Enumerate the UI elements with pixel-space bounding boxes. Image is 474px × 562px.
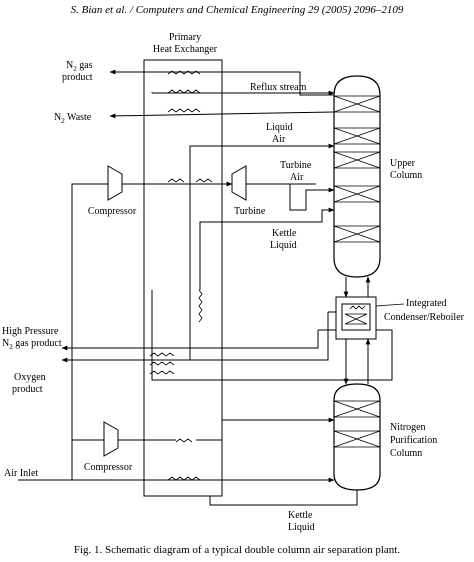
phx-label-line1: Primary	[169, 32, 201, 43]
upper-column	[333, 75, 381, 278]
turbine-air-label-2: Air	[290, 172, 304, 183]
turbine-air-label-1: Turbine	[280, 160, 312, 171]
kettle-upper-label-1: Kettle	[272, 228, 297, 239]
n2-waste-label: N2 Waste	[54, 112, 92, 125]
integrated-label-2: Condenser/Reboiler	[384, 312, 465, 323]
integrated-label-1: Integrated	[406, 298, 447, 309]
hp-n2-label-1: High Pressure	[2, 326, 59, 337]
phx-label-line2: Heat Exchanger	[153, 44, 218, 55]
oxygen-label-1: Oxygen	[14, 372, 46, 383]
compressor-top	[107, 165, 123, 201]
nitrogen-purification-column	[333, 383, 381, 491]
n2-gas-label-2: product	[62, 72, 93, 83]
kettle-bottom-label-2: Liquid	[288, 522, 315, 533]
primary-heat-exchanger	[143, 59, 223, 497]
process-streams	[18, 69, 393, 506]
air-inlet-label: Air Inlet	[4, 468, 38, 479]
upper-column-trays	[333, 95, 381, 243]
turbine	[231, 165, 247, 201]
kettle-upper-label-2: Liquid	[270, 240, 297, 251]
hx-pass-symbols	[149, 70, 213, 481]
nitrogen-column-label-1: Nitrogen	[390, 422, 426, 433]
compressor-bottom-label: Compressor	[84, 462, 133, 473]
liquid-air-label-2: Air	[272, 134, 286, 145]
integrated-leader-line	[375, 303, 405, 307]
nitrogen-column-label-2: Purification	[390, 435, 437, 446]
nitrogen-column-label-3: Column	[390, 448, 422, 459]
hp-n2-label-2: N2 gas product	[2, 338, 62, 351]
journal-header: S. Bian et al. / Computers and Chemical …	[71, 4, 404, 16]
compressor-bottom	[103, 421, 119, 457]
integrated-condenser-reboiler	[335, 296, 377, 340]
turbine-label: Turbine	[234, 206, 266, 217]
reflux-label: Reflux stream	[250, 82, 307, 93]
liquid-air-label-1: Liquid	[266, 122, 293, 133]
n2-gas-label-1: N2 gas	[66, 60, 93, 73]
upper-column-label-1: Upper	[390, 158, 416, 169]
upper-column-label-2: Column	[390, 170, 422, 181]
figure-caption: Fig. 1. Schematic diagram of a typical d…	[74, 544, 400, 556]
oxygen-label-2: product	[12, 384, 43, 395]
kettle-bottom-label-1: Kettle	[288, 510, 313, 521]
compressor-top-label: Compressor	[88, 206, 137, 217]
